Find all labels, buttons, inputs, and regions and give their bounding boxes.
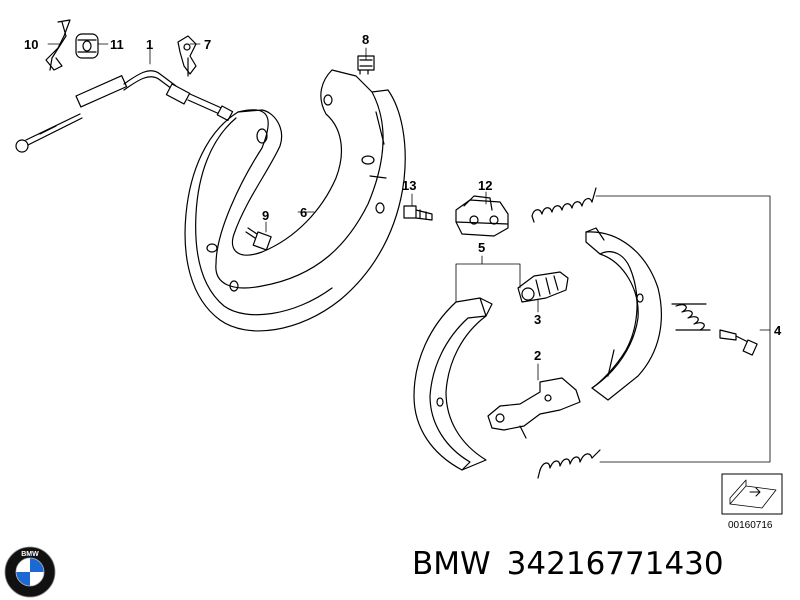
upper-spring-part <box>531 187 597 223</box>
bolt-13-part <box>403 205 433 221</box>
shoe-lever-part <box>487 377 581 439</box>
callout-12: 12 <box>478 178 492 193</box>
callout-10: 10 <box>24 37 38 52</box>
callout-8: 8 <box>362 32 369 47</box>
backing-plate-part <box>184 61 406 332</box>
hold-down-pin-part <box>719 329 758 356</box>
right-brake-shoe-part <box>585 227 662 401</box>
callout-9: 9 <box>262 208 269 223</box>
leader-lines <box>47 43 771 463</box>
reference-box <box>721 473 783 515</box>
hold-down-spring-part <box>671 303 711 331</box>
spring-clip-part <box>45 19 71 71</box>
part-number: 34216771430 <box>506 546 724 582</box>
lower-spring-part <box>537 449 601 479</box>
callout-6: 6 <box>300 205 307 220</box>
callout-1: 1 <box>146 37 153 52</box>
reference-code: 00160716 <box>728 520 773 531</box>
callout-13: 13 <box>402 178 416 193</box>
callout-2: 2 <box>534 348 541 363</box>
callout-4: 4 <box>774 323 782 338</box>
bmw-roundel-icon: BMW <box>4 546 56 598</box>
callout-7: 7 <box>204 37 211 52</box>
expander-bracket-part <box>455 195 509 237</box>
logo-text: BMW <box>21 551 39 558</box>
left-brake-shoe-part <box>413 297 493 471</box>
callout-11: 11 <box>110 37 124 52</box>
brand-name: BMW <box>412 546 491 582</box>
adjuster-part <box>517 271 569 303</box>
bolt-9-part <box>245 227 272 251</box>
handbrake-cable-part <box>15 70 234 153</box>
callout-3: 3 <box>534 312 541 327</box>
callout-5: 5 <box>478 240 485 255</box>
grommet-part <box>75 33 99 59</box>
callout-labels: 10 11 1 7 8 9 6 13 12 5 3 2 4 00160716 <box>24 32 782 531</box>
cable-clip-part <box>177 35 197 77</box>
part-title: BMW 34216771430 <box>412 546 724 582</box>
